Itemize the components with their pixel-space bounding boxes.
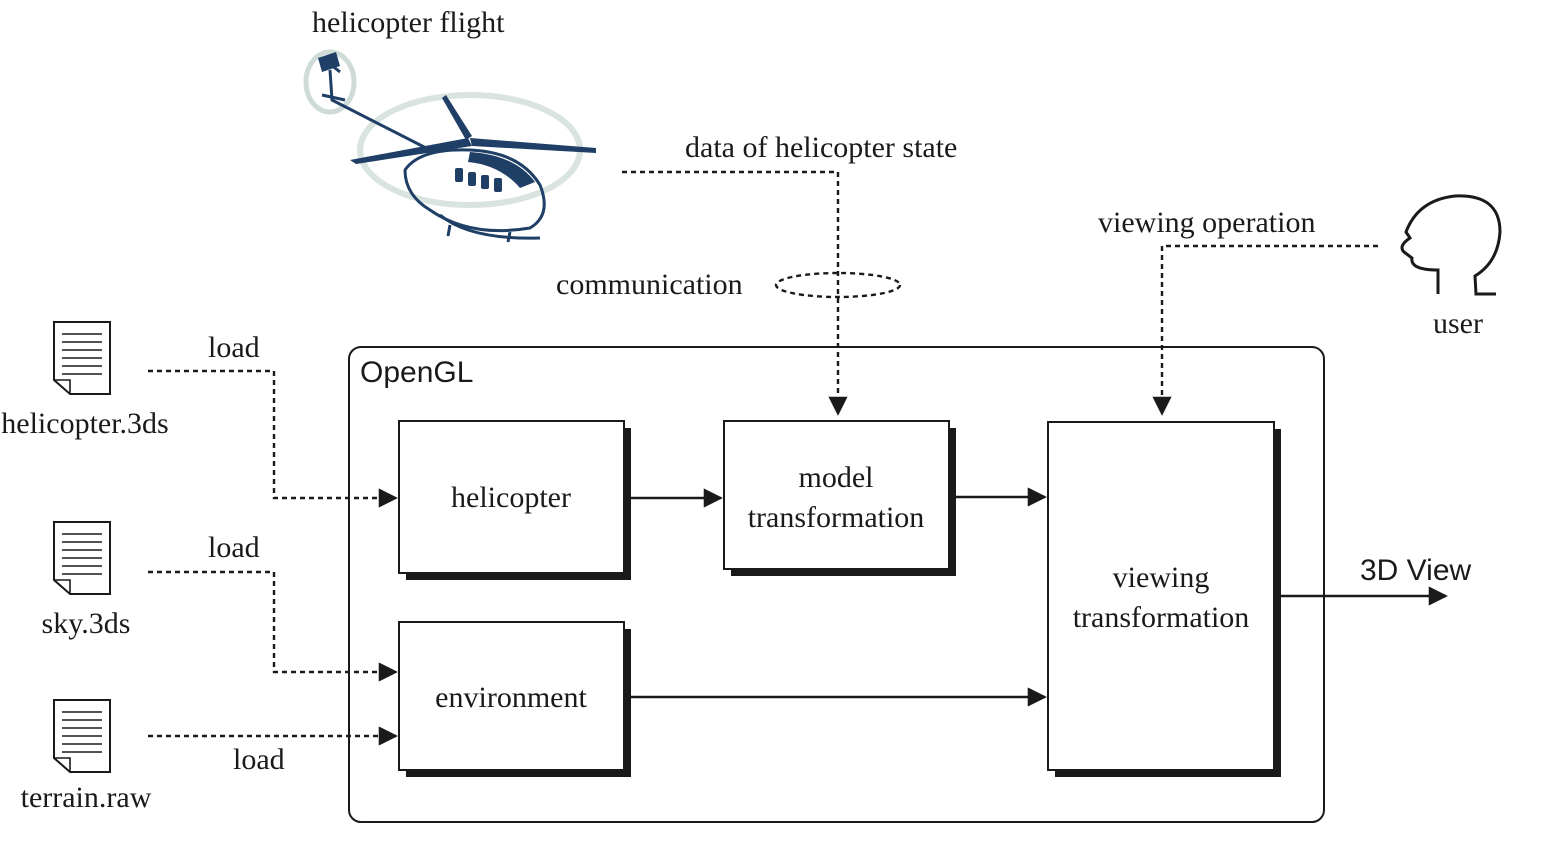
helicopter-illustration	[303, 49, 596, 243]
user-head-icon	[1400, 194, 1502, 296]
file-icon-terrain	[53, 699, 111, 773]
load-label-terrain: load	[233, 743, 285, 776]
model-transformation-label-1: model	[799, 461, 874, 494]
viewing-operation-label: viewing operation	[1098, 206, 1315, 239]
file-name-terrain: terrain.raw	[21, 781, 152, 814]
model-transformation-box	[723, 420, 950, 570]
file-icon-helicopter	[53, 321, 111, 395]
environment-box	[398, 621, 625, 771]
load-label-helicopter: load	[208, 331, 260, 364]
opengl-container	[348, 346, 1325, 823]
file-name-helicopter: helicopter.3ds	[1, 407, 168, 440]
load-connector-sky	[148, 570, 398, 682]
file-name-sky: sky.3ds	[42, 607, 131, 640]
environment-box-label: environment	[435, 681, 587, 714]
viewing-transformation-label-2: transformation	[1073, 601, 1250, 634]
viewing-operation-connector	[1152, 244, 1378, 416]
output-label: 3D View	[1360, 554, 1472, 587]
viewing-transformation-label-1: viewing	[1113, 561, 1210, 594]
load-connector-helicopter	[148, 369, 398, 508]
data-state-label: data of helicopter state	[685, 131, 957, 164]
viewing-transformation-box	[1047, 421, 1275, 771]
state-data-connector	[622, 170, 848, 416]
opengl-label: OpenGL	[360, 356, 473, 389]
helicopter-box	[398, 420, 625, 574]
helicopter-flight-label: helicopter flight	[312, 6, 505, 39]
communication-label: communication	[556, 268, 743, 301]
communication-ellipse	[774, 271, 902, 299]
file-icon-sky	[53, 521, 111, 595]
user-label: user	[1433, 307, 1483, 340]
helicopter-box-label: helicopter	[451, 481, 571, 514]
load-label-sky: load	[208, 531, 260, 564]
model-transformation-label-2: transformation	[748, 501, 925, 534]
